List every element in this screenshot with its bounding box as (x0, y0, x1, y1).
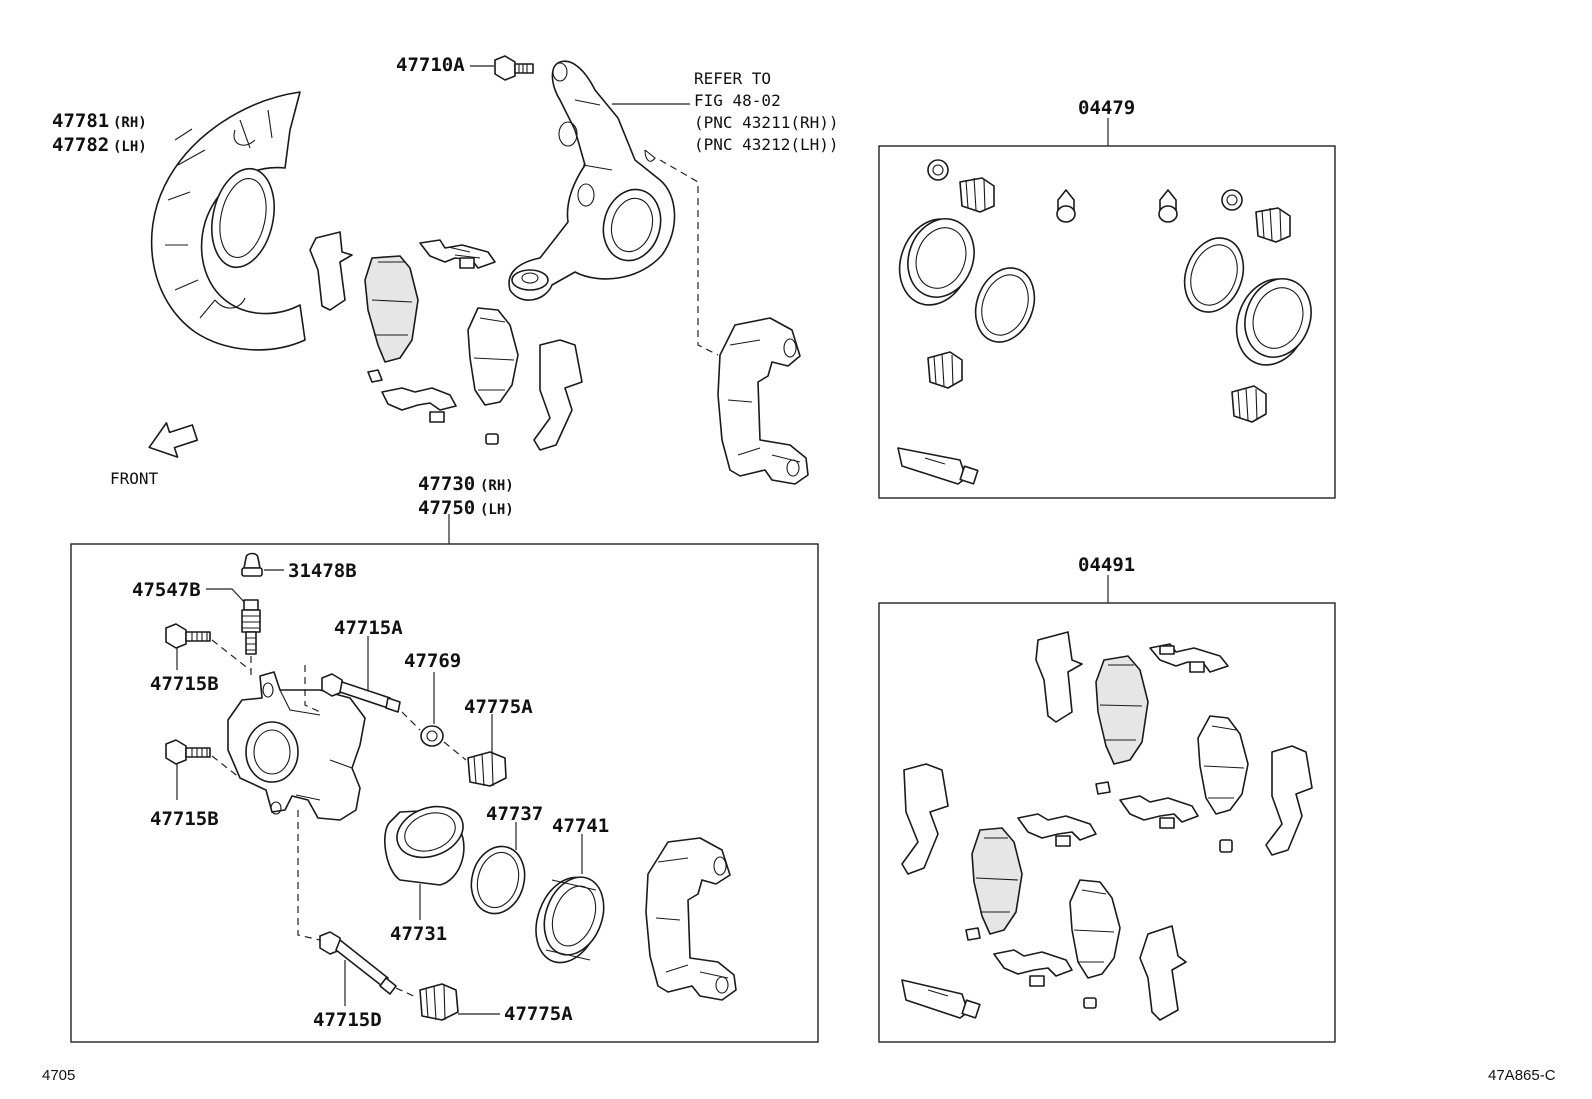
shield-lh-number: 47782 (52, 134, 109, 156)
footer-right-code: 47A865-C (1488, 1067, 1556, 1084)
seal-kit-label: 04479 (1078, 97, 1135, 119)
seal-kit-box (878, 145, 1336, 499)
caliper-body-part (227, 671, 366, 821)
front-label: FRONT (110, 469, 159, 488)
piston-label: 47731 (390, 923, 447, 945)
piston-part (384, 805, 465, 886)
upper-mounting-bolt-part (165, 623, 211, 649)
upper-boot-part (467, 751, 507, 787)
refer-line-2: FIG 48-02 (694, 91, 781, 110)
shield-lh-side: (LH) (113, 139, 147, 155)
caliper-lh-side: (LH) (480, 502, 514, 518)
bushing-part (420, 725, 444, 747)
shield-rh-number: 47781 (52, 110, 109, 132)
upper-pad-set-part (309, 231, 583, 451)
caliper-assembly-box (70, 543, 819, 1043)
lower-guide-pin-part (319, 931, 397, 995)
bushing-label: 47769 (404, 650, 461, 672)
bolt-lower-label: 47715B (150, 808, 219, 830)
upper-guide-pin-part (321, 673, 401, 713)
piston-boot-part (535, 876, 605, 964)
caliper-rh-number: 47730 (418, 473, 475, 495)
bleeder-screw-part (241, 599, 261, 655)
pad-kit-box (878, 602, 1336, 1043)
caliper-rh-side: (RH) (480, 478, 514, 494)
pin-upper-label: 47715A (334, 617, 403, 639)
upper-mounting-bracket-part (717, 317, 809, 485)
cap-label: 31478B (288, 560, 357, 582)
pad-kit-contents (901, 631, 1313, 1021)
shield-rh-side: (RH) (113, 115, 147, 131)
refer-line-4: (PNC 43212(LH)) (694, 135, 839, 154)
piston-seal-ring-part (470, 845, 526, 915)
seal-kit-contents (897, 159, 1312, 485)
knuckle-bolt-part (494, 55, 534, 81)
refer-line-3: (PNC 43211(RH)) (694, 113, 839, 132)
knuckle-bolt-label: 47710A (396, 54, 465, 76)
front-arrow-icon (148, 422, 199, 458)
bleeder-label: 47547B (132, 579, 201, 601)
boot-lower-label: 47775A (504, 1003, 573, 1025)
refer-line-1: REFER TO (694, 69, 771, 88)
pad-kit-label: 04491 (1078, 554, 1135, 576)
ring-label: 47737 (486, 803, 543, 825)
steering-knuckle-part (508, 60, 676, 301)
lower-mounting-bracket-part (645, 837, 737, 1001)
lower-mounting-bolt-part (165, 739, 211, 765)
pin-lower-label: 47715D (313, 1009, 382, 1031)
bolt-upper-label: 47715B (150, 673, 219, 695)
lower-boot-part (419, 983, 459, 1021)
footer-left-code: 4705 (42, 1067, 75, 1084)
boot-upper-label: 47775A (464, 696, 533, 718)
dust-shield-part (150, 91, 306, 351)
bleeder-cap-part (241, 552, 263, 577)
seal-label: 47741 (552, 815, 609, 837)
caliper-lh-number: 47750 (418, 497, 475, 519)
